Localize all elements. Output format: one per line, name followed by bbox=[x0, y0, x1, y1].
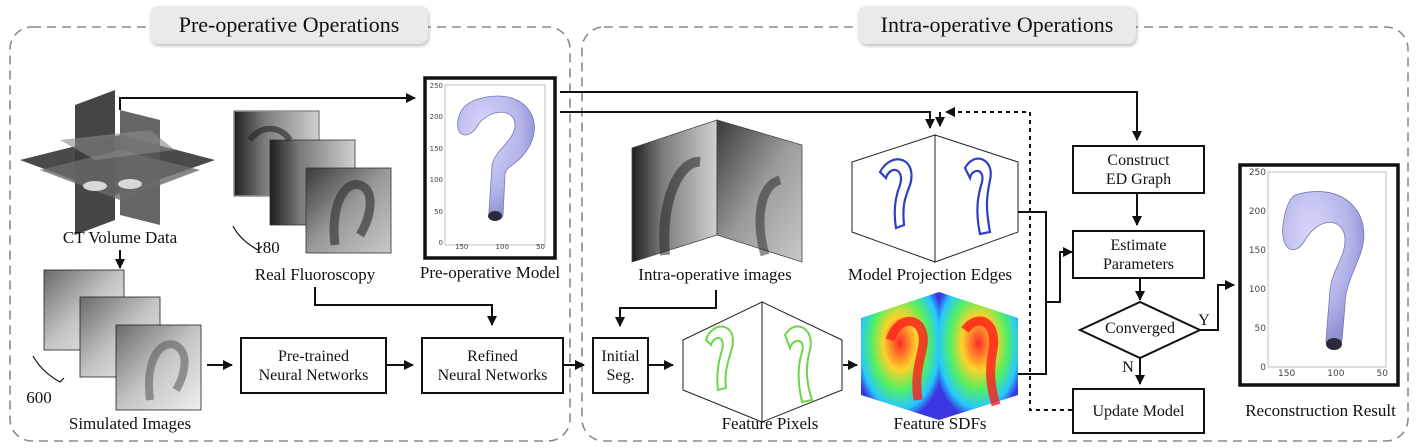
pre-operative-model-label: Pre-operative Model bbox=[419, 263, 561, 282]
model-projection-edges bbox=[851, 134, 1019, 263]
update-model-text: Update Model bbox=[1092, 402, 1185, 420]
result-y-tick: 0 bbox=[1260, 363, 1266, 373]
result-x-ticks: 150 100 50 bbox=[1278, 369, 1388, 379]
refined-networks-box: Refined Neural Networks bbox=[421, 337, 564, 394]
pre-y-tick: 50 bbox=[434, 207, 443, 216]
reconstruction-result-plot bbox=[1238, 163, 1400, 387]
fluoro-count-label: 180 bbox=[254, 238, 280, 257]
pre-model-y-ticks: 250 200 150 100 50 0 bbox=[427, 82, 443, 247]
result-y-tick: 100 bbox=[1248, 285, 1266, 295]
result-y-ticks: 250 200 150 100 50 0 bbox=[1246, 168, 1266, 373]
intra-operative-title: Intra-operative Operations bbox=[858, 6, 1136, 44]
pretrained-networks-box: Pre-trained Neural Networks bbox=[240, 337, 387, 394]
pre-y-tick: 200 bbox=[429, 113, 443, 122]
feature-pixels-label: Feature Pixels bbox=[721, 414, 819, 433]
feature-sdfs-image bbox=[861, 292, 1018, 420]
reconstruction-result-label: Reconstruction Result bbox=[1245, 401, 1396, 420]
result-y-tick: 200 bbox=[1248, 207, 1266, 217]
pre-model-x-ticks: 150 100 50 bbox=[455, 243, 545, 251]
ct-volume-image bbox=[20, 90, 215, 235]
result-y-tick: 250 bbox=[1248, 168, 1266, 178]
flow-arrows bbox=[115, 91, 1235, 385]
result-x-tick: 50 bbox=[1376, 369, 1388, 379]
result-y-tick: 150 bbox=[1248, 246, 1266, 256]
no-label: N bbox=[1122, 359, 1134, 376]
feature-pixels-image bbox=[682, 301, 843, 423]
pre-operative-model-plot bbox=[423, 76, 557, 260]
simulated-images-stack bbox=[43, 269, 202, 411]
refined-line2: Neural Networks bbox=[437, 366, 548, 384]
ct-volume-label: CT Volume Data bbox=[62, 228, 178, 247]
pre-x-tick: 50 bbox=[536, 243, 545, 251]
pretrained-line2: Neural Networks bbox=[258, 366, 369, 384]
pre-y-tick: 250 bbox=[429, 82, 443, 90]
pretrained-line1: Pre-trained bbox=[277, 347, 350, 365]
simulated-images-label: Simulated Images bbox=[68, 414, 192, 433]
feature-sdfs-label: Feature SDFs bbox=[893, 414, 987, 433]
simulated-count-bracket bbox=[32, 355, 65, 383]
estimate-line2: Parameters bbox=[1102, 255, 1175, 273]
real-fluoroscopy-label: Real Fluoroscopy bbox=[254, 265, 376, 284]
construct-line2: ED Graph bbox=[1105, 170, 1172, 188]
pre-y-tick: 150 bbox=[429, 144, 443, 153]
yes-label: Y bbox=[1198, 312, 1210, 329]
estimate-line1: Estimate bbox=[1110, 236, 1167, 254]
result-x-tick: 150 bbox=[1278, 369, 1296, 379]
initial-seg-line2: Seg. bbox=[606, 366, 635, 384]
initial-seg-line1: Initial bbox=[601, 347, 640, 365]
intra-operative-images-label: Intra-operative images bbox=[638, 265, 792, 284]
fluoro-count-bracket bbox=[232, 225, 263, 251]
initial-seg-box: Initial Seg. bbox=[592, 337, 649, 394]
result-x-tick: 100 bbox=[1327, 369, 1345, 379]
refined-line1: Refined bbox=[467, 347, 518, 365]
update-model-box: Update Model bbox=[1072, 388, 1205, 434]
pre-operative-title: Pre-operative Operations bbox=[150, 6, 428, 44]
converged-label: Converged bbox=[1105, 320, 1175, 337]
pre-y-tick: 100 bbox=[429, 176, 443, 185]
real-fluoroscopy-stack bbox=[233, 110, 392, 254]
construct-ed-graph-box: Construct ED Graph bbox=[1072, 145, 1205, 194]
simulated-count-label: 600 bbox=[26, 388, 52, 407]
intra-operative-images bbox=[631, 119, 803, 263]
pre-x-tick: 150 bbox=[455, 243, 469, 251]
model-projection-edges-label: Model Projection Edges bbox=[847, 265, 1013, 284]
result-y-tick: 50 bbox=[1254, 324, 1266, 334]
estimate-parameters-box: Estimate Parameters bbox=[1072, 230, 1205, 279]
pre-y-tick: 0 bbox=[438, 238, 443, 247]
pre-x-tick: 100 bbox=[495, 243, 509, 251]
construct-line1: Construct bbox=[1107, 151, 1170, 169]
